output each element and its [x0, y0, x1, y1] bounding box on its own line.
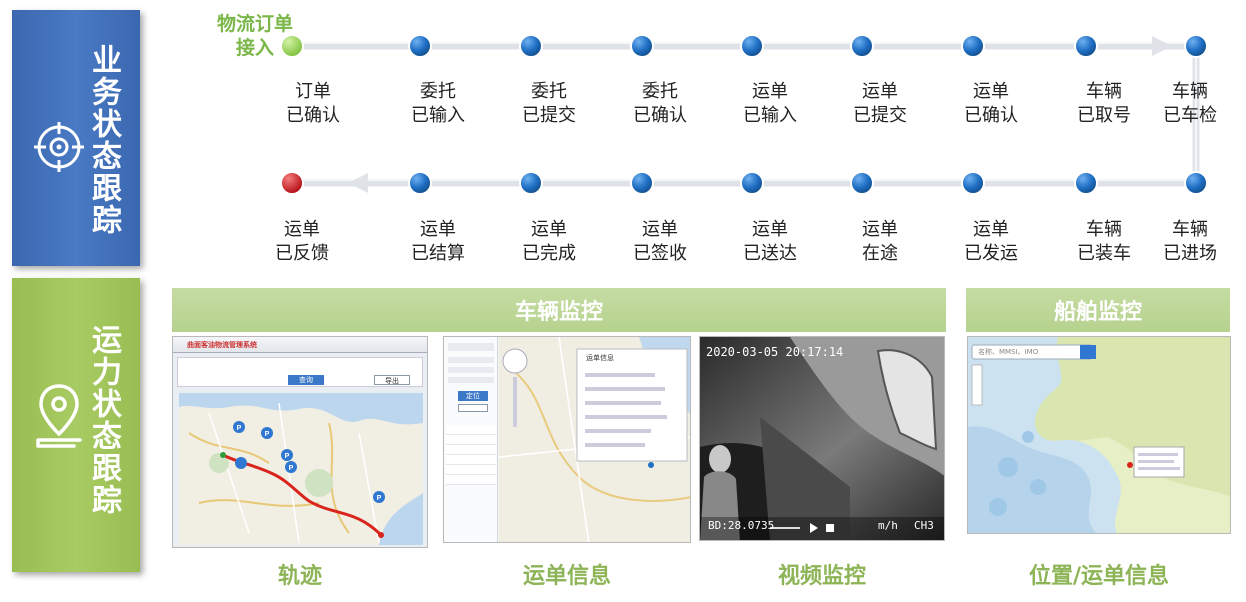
- export-button[interactable]: 导出: [374, 375, 410, 385]
- status-label: 运单在途: [862, 219, 898, 264]
- status-label: 车辆已进场: [1163, 219, 1217, 264]
- status-label: 运单已提交: [853, 81, 907, 126]
- status-label: 委托已输入: [411, 81, 465, 126]
- svg-text:P: P: [377, 495, 382, 502]
- status-node-top: [519, 34, 543, 58]
- target-icon: [34, 122, 84, 172]
- caption-position: 位置/运单信息: [1028, 564, 1170, 589]
- status-node-bottom: [740, 171, 764, 195]
- waybill-screenshot: 定位 运单信息: [443, 336, 691, 543]
- status-label: 运单已结算: [411, 219, 465, 264]
- svg-text:P: P: [289, 465, 294, 472]
- caption-video: 视频监控: [777, 564, 866, 589]
- ship-map: [968, 337, 1230, 533]
- status-label: 运单已签收: [633, 219, 687, 264]
- status-label: 订单已确认: [286, 81, 340, 126]
- status-node-bottom: [850, 171, 874, 195]
- waybill-map: [499, 337, 690, 542]
- status-label: 运单已反馈: [275, 219, 329, 264]
- status-node-bottom: [1074, 171, 1098, 195]
- status-label: 车辆已装车: [1077, 219, 1131, 264]
- status-label: 运单已完成: [522, 219, 576, 264]
- arrow-left: [348, 173, 368, 193]
- arrow-right: [1152, 36, 1172, 56]
- status-label: 运单已确认: [964, 81, 1018, 126]
- status-node-bottom: [630, 171, 654, 195]
- vehicle-monitor-band: 车辆监控: [172, 288, 946, 332]
- status-flow-diagram: [280, 34, 1208, 195]
- status-node-bottom: [408, 171, 432, 195]
- video-frame: [700, 337, 944, 540]
- capacity-tracking-title: 运力状态跟踪: [86, 324, 121, 516]
- status-label: 委托已确认: [633, 81, 687, 126]
- waybill-popup-title: 运单信息: [586, 354, 614, 362]
- video-bottom-info: BD:28.0735: [708, 519, 775, 532]
- status-node-top: [740, 34, 764, 58]
- status-label: 运单已送达: [743, 219, 797, 264]
- status-label: 委托已提交: [522, 81, 576, 126]
- video-speed-unit: m/h: [878, 519, 898, 532]
- start-node: [280, 34, 304, 58]
- status-node-top: [961, 34, 985, 58]
- status-node-top: [850, 34, 874, 58]
- status-label: 运单已发运: [964, 219, 1018, 264]
- video-channel: CH3: [914, 519, 934, 532]
- status-label: 车辆已车检: [1163, 81, 1217, 126]
- video-timestamp: 2020-03-05 20:17:14: [706, 345, 844, 359]
- search-button[interactable]: 查询: [288, 375, 324, 385]
- status-node-top: [630, 34, 654, 58]
- status-node-bottom: [519, 171, 543, 195]
- locate-button[interactable]: 定位: [458, 391, 488, 401]
- status-node-bottom: [961, 171, 985, 195]
- svg-text:P: P: [285, 453, 290, 460]
- status-label: 运单已输入: [743, 81, 797, 126]
- status-label: 车辆已取号: [1077, 81, 1131, 126]
- video-screenshot: 2020-03-05 20:17:14 BD:28.0735 m/h CH3: [699, 336, 945, 541]
- svg-text:P: P: [265, 431, 270, 438]
- status-node-top: [1074, 34, 1098, 58]
- caption-track: 轨迹: [277, 564, 322, 589]
- status-node-bottom: [1184, 171, 1208, 195]
- capacity-tracking-box: 运力状态跟踪: [12, 278, 140, 572]
- status-node-top: [1184, 34, 1208, 58]
- ship-screenshot: 名称、MMSI、IMO: [967, 336, 1231, 534]
- svg-text:P: P: [237, 425, 242, 432]
- location-pin-icon: [36, 384, 82, 448]
- status-node-top: [408, 34, 432, 58]
- ship-search-input[interactable]: 名称、MMSI、IMO: [978, 348, 1039, 356]
- end-node: [280, 171, 304, 195]
- business-tracking-title: 业务状态跟踪: [86, 44, 121, 236]
- ship-monitor-band: 船舶监控: [966, 288, 1230, 332]
- start-label: 物流订单 接入: [216, 13, 293, 59]
- caption-waybill: 运单信息: [522, 564, 611, 589]
- business-tracking-box: 业务状态跟踪: [12, 10, 140, 266]
